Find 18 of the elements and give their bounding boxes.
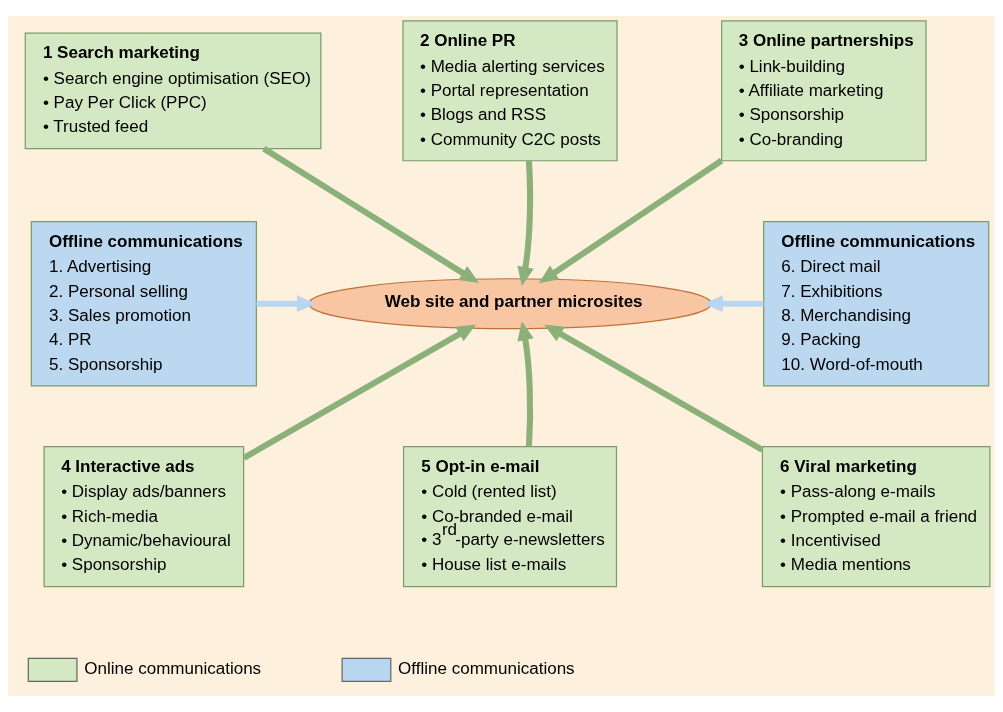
arrow [256, 295, 317, 313]
arrow [538, 158, 724, 284]
node-box: 6 Viral marketing • Pass-along e-mails • Prompted e-mail a friend • Incentivised • Media mentions [761, 446, 991, 588]
node-box: 3 Online partnerships • Link-building • Affiliate marketing • Sponsorship • Co-branding [721, 20, 927, 162]
arrow [703, 295, 764, 313]
node-box: Offline communications 6. Direct mail 7. Exhibitions 8. Merchandising 9. Packing 10. Word-of-mouth [763, 220, 990, 387]
legend-label: Online communications [84, 659, 262, 679]
arrow [544, 324, 764, 453]
arrow [517, 321, 534, 447]
node-box: Offline communications 1. Advertising 2. Personal selling 3. Sales promotion 4. PR 5. Sponsorship [30, 220, 257, 387]
node-box: 2 Online PR • Media alerting services • Portal representation • Blogs and RSS • Community C2C posts [402, 20, 618, 162]
node-box: 1 Search marketing • Search engine optimisation (SEO) • Pay Per Click (PPC) • Trusted feed [24, 32, 322, 150]
node-box: 4 Interactive ads • Display ads/banners • Rich-media • Dynamic/behavioural • Sponsorship [43, 446, 245, 588]
arrow [242, 324, 476, 461]
legend-label: Offline communications [398, 659, 575, 679]
node-ellipse: Web site and partner microsites [308, 278, 712, 330]
arrow [517, 160, 534, 286]
arrow [262, 146, 479, 284]
